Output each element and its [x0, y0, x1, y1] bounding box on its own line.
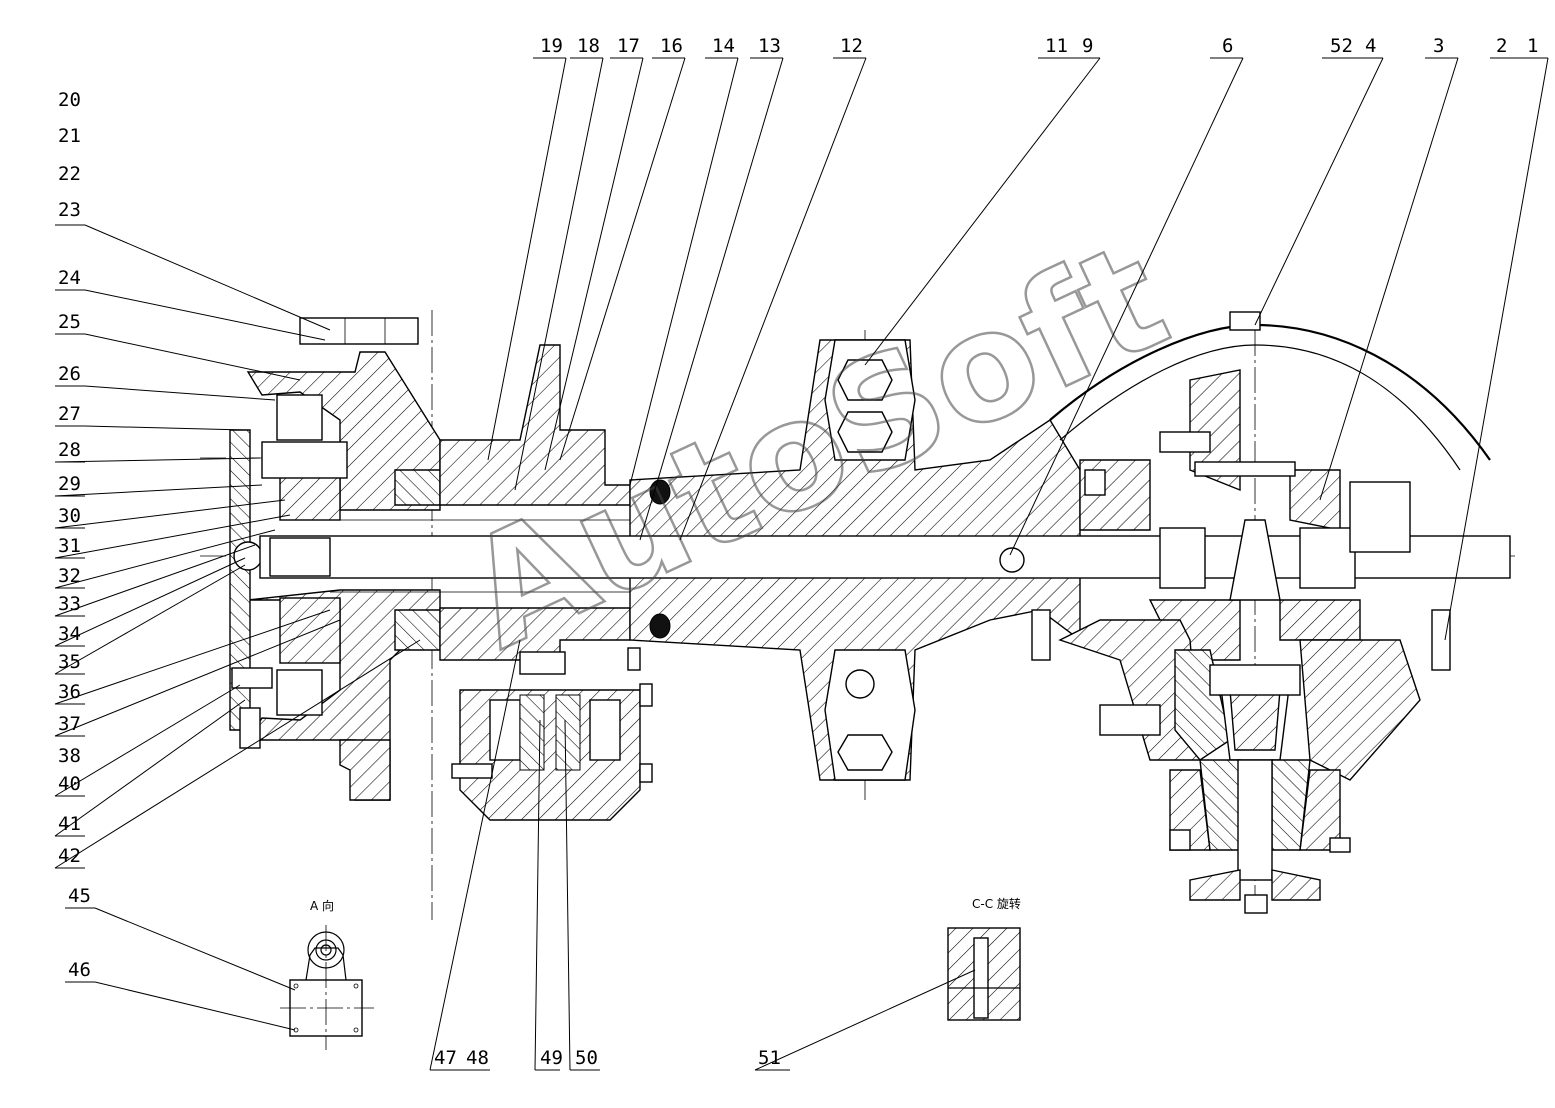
leader-line	[754, 969, 976, 1071]
leader-line	[54, 499, 286, 529]
part-label: 50	[575, 1047, 598, 1069]
leader-line	[487, 57, 567, 461]
part-label: 34	[58, 623, 81, 645]
wheel-hub-left	[229, 317, 441, 801]
part-label: 27	[58, 403, 81, 425]
view-a: A 向	[280, 898, 374, 1050]
view-a-caption: A 向	[310, 898, 334, 913]
leader-line	[54, 609, 331, 705]
part-label: 41	[58, 813, 81, 835]
part-label: 3	[1433, 35, 1444, 57]
leader-line	[534, 719, 541, 1071]
part-label: 26	[58, 363, 81, 385]
section-cc: C-C 旋转	[947, 896, 1021, 1021]
leader-line	[429, 639, 521, 1071]
part-label: 21	[58, 125, 81, 147]
part-label: 16	[660, 35, 683, 57]
leader-line	[564, 719, 571, 1071]
part-label: 11	[1045, 35, 1068, 57]
leader-line	[84, 333, 301, 381]
part-label: 31	[58, 535, 81, 557]
part-label: 38	[58, 745, 81, 767]
leader-line	[559, 57, 686, 461]
part-label: 29	[58, 473, 81, 495]
part-label: 25	[58, 311, 81, 333]
leader-line	[1444, 57, 1549, 641]
part-label: 40	[58, 773, 81, 795]
leader-line	[84, 289, 326, 341]
leader-line	[54, 564, 246, 675]
leader-line	[54, 484, 263, 497]
differential	[1031, 311, 1491, 914]
leader-line	[84, 224, 331, 331]
leader-line	[639, 57, 784, 541]
part-label: 6	[1222, 35, 1233, 57]
part-label: 1	[1527, 35, 1538, 57]
leader-line	[544, 57, 644, 471]
part-label: 18	[577, 35, 600, 57]
part-label: 22	[58, 163, 81, 185]
part-label: 51	[758, 1047, 781, 1069]
part-labels: 19 18 17 16 14 13 12 11 9 6 52 4 3 2 1 2…	[58, 35, 1538, 1069]
part-label: 12	[840, 35, 863, 57]
part-label: 17	[617, 35, 640, 57]
leader-line	[94, 981, 296, 1031]
brake-assembly	[451, 647, 653, 821]
part-label: 42	[58, 845, 81, 867]
leader-line	[54, 529, 276, 589]
leader-line	[1254, 57, 1384, 326]
part-label: 14	[712, 35, 735, 57]
part-label: 36	[58, 681, 81, 703]
part-label: 52	[1330, 35, 1353, 57]
leader-line	[94, 907, 296, 991]
leader-line	[1009, 57, 1244, 556]
part-label: 30	[58, 505, 81, 527]
part-label: 49	[540, 1047, 563, 1069]
leader-line	[864, 57, 1101, 366]
part-label: 19	[540, 35, 563, 57]
part-label: 20	[58, 89, 81, 111]
leader-lines	[54, 57, 1549, 1071]
leader-line	[629, 57, 739, 486]
part-label: 28	[58, 439, 81, 461]
leader-line	[54, 514, 291, 559]
leader-line	[54, 639, 421, 869]
part-label: 46	[68, 959, 91, 981]
part-label: 45	[68, 885, 91, 907]
part-label: 4	[1365, 35, 1376, 57]
leader-line	[84, 425, 246, 431]
leader-line	[679, 57, 867, 541]
part-label: 9	[1082, 35, 1093, 57]
part-label: 32	[58, 565, 81, 587]
leader-line	[54, 457, 261, 463]
part-label: 23	[58, 199, 81, 221]
part-label: 35	[58, 651, 81, 673]
leader-line	[54, 619, 341, 737]
part-label: 47	[434, 1047, 457, 1069]
leader-line	[1319, 57, 1459, 501]
leader-line	[54, 557, 246, 647]
part-label: 13	[758, 35, 781, 57]
leader-line	[84, 385, 276, 401]
leader-line	[54, 699, 246, 837]
part-label: 48	[466, 1047, 489, 1069]
leader-line	[54, 544, 256, 617]
part-label: 2	[1496, 35, 1507, 57]
part-label: 37	[58, 713, 81, 735]
section-cc-caption: C-C 旋转	[972, 896, 1021, 911]
leader-line	[54, 684, 241, 797]
part-label: 33	[58, 593, 81, 615]
axle-housing	[259, 339, 1511, 781]
leader-line	[514, 57, 604, 491]
part-label: 24	[58, 267, 81, 289]
